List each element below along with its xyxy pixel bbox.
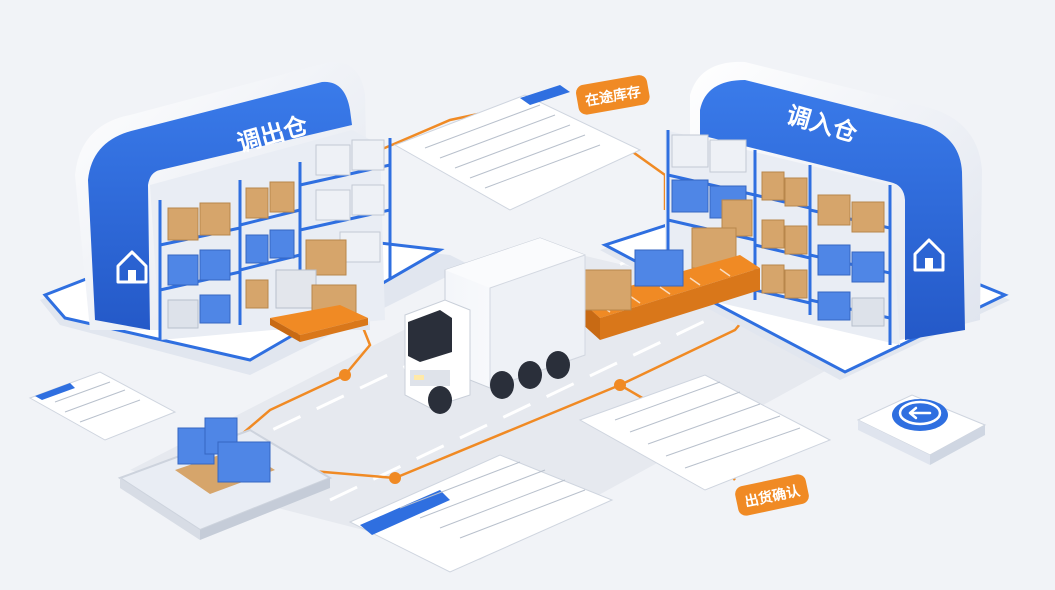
flow-nodes bbox=[339, 369, 626, 484]
inbound-boxes bbox=[671, 134, 885, 327]
document-icon bbox=[393, 85, 642, 211]
outbound-pallet bbox=[270, 305, 368, 342]
pallet-icon bbox=[117, 417, 333, 540]
in-transit-stock-tag: 在途库存 bbox=[576, 75, 650, 115]
document-icon bbox=[28, 371, 177, 441]
house-icon bbox=[913, 238, 945, 272]
document-icon bbox=[348, 454, 614, 573]
outbound-warehouse: 调出仓 bbox=[40, 61, 470, 375]
shipment-confirm-tag: 出货确认 bbox=[735, 474, 809, 516]
house-icon bbox=[116, 250, 148, 284]
return-arrow-icon bbox=[856, 394, 987, 465]
truck-icon bbox=[404, 237, 586, 414]
conveyor bbox=[580, 249, 760, 340]
document-icon bbox=[578, 374, 832, 491]
inbound-warehouse: 调入仓 bbox=[600, 61, 1010, 380]
conveyor-box-brown bbox=[584, 269, 632, 311]
conveyor-box-blue bbox=[634, 249, 684, 287]
